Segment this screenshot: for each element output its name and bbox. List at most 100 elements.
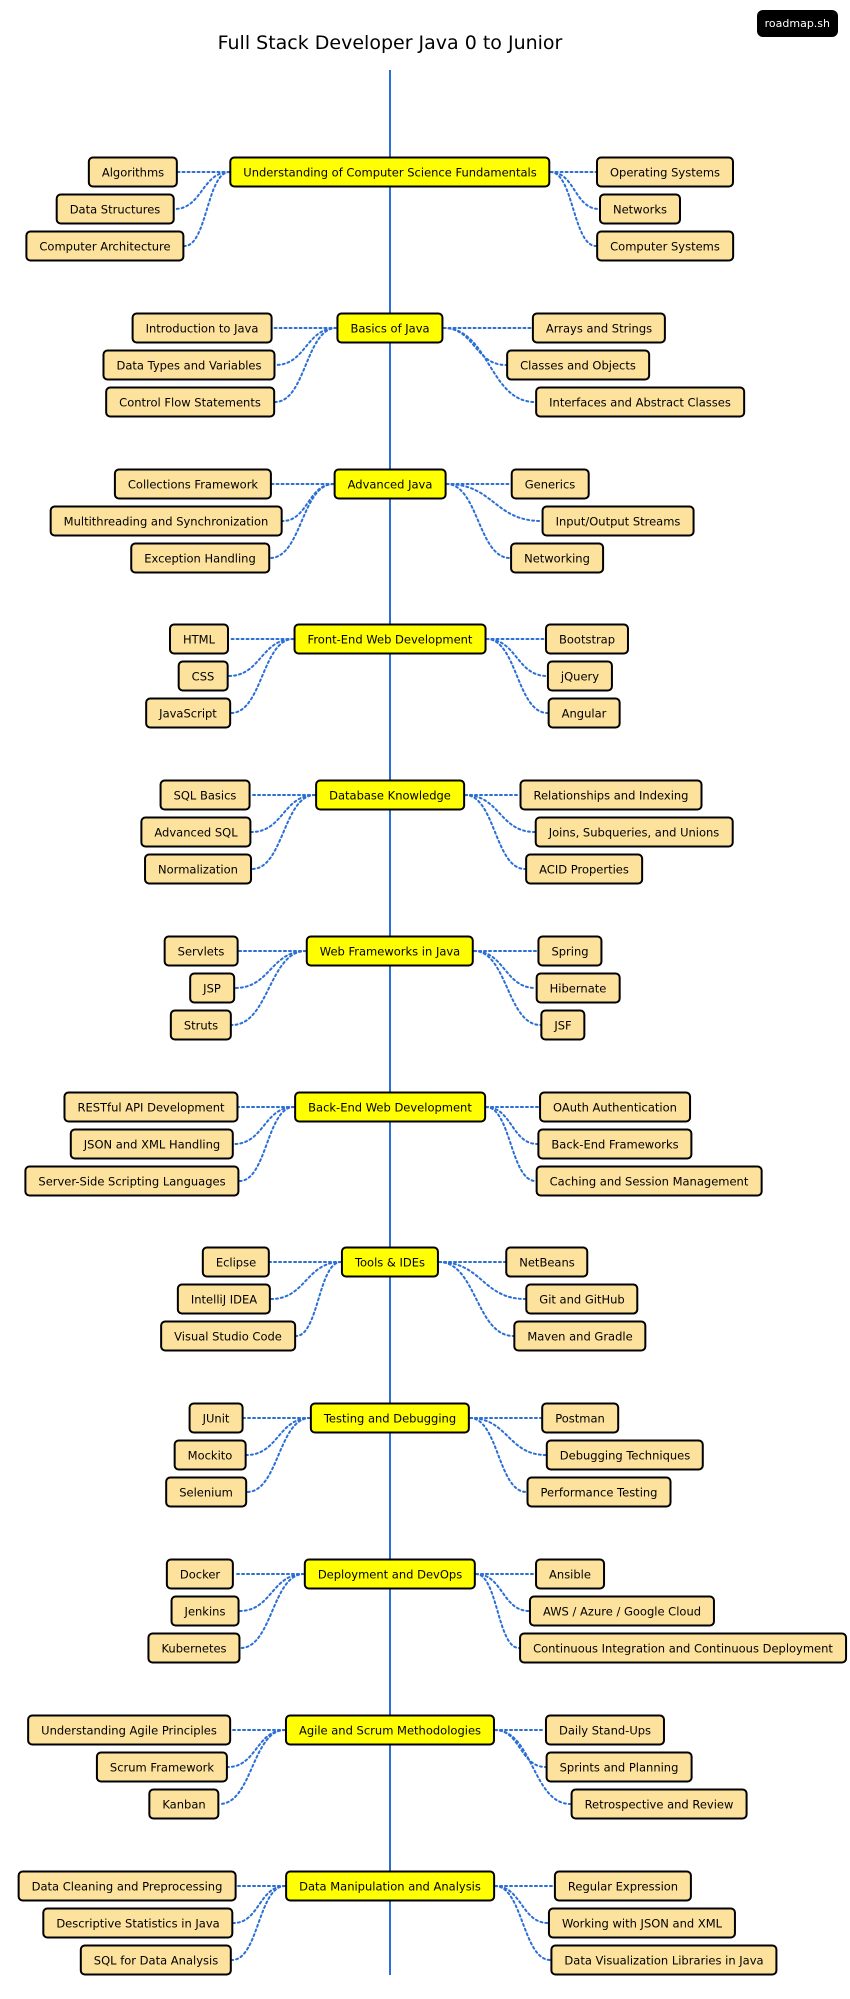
connector-intellij-idea bbox=[270, 1261, 342, 1300]
subtopic-oauth-authentication[interactable]: OAuth Authentication bbox=[539, 1091, 691, 1123]
subtopic-generics[interactable]: Generics bbox=[510, 468, 590, 500]
subtopic-visual-studio-code[interactable]: Visual Studio Code bbox=[160, 1320, 296, 1352]
connector-working-with-json-and-xml bbox=[494, 1885, 549, 1924]
subtopic-struts[interactable]: Struts bbox=[169, 1009, 233, 1041]
subtopic-server-side-scripting-languages[interactable]: Server-Side Scripting Languages bbox=[24, 1165, 240, 1197]
subtopic-back-end-frameworks[interactable]: Back-End Frameworks bbox=[537, 1128, 693, 1160]
subtopic-control-flow-statements[interactable]: Control Flow Statements bbox=[105, 386, 275, 418]
topic-front-end-web-development[interactable]: Front-End Web Development bbox=[293, 623, 487, 655]
subtopic-kubernetes[interactable]: Kubernetes bbox=[147, 1632, 241, 1664]
subtopic-angular[interactable]: Angular bbox=[547, 697, 621, 729]
connector-normalization bbox=[251, 794, 316, 870]
subtopic-interfaces-and-abstract-classes[interactable]: Interfaces and Abstract Classes bbox=[535, 386, 745, 418]
subtopic-data-cleaning-and-preprocessing[interactable]: Data Cleaning and Preprocessing bbox=[17, 1870, 237, 1902]
subtopic-kanban[interactable]: Kanban bbox=[148, 1788, 220, 1820]
subtopic-understanding-agile-principles[interactable]: Understanding Agile Principles bbox=[27, 1714, 231, 1746]
subtopic-intellij-idea[interactable]: IntelliJ IDEA bbox=[176, 1283, 272, 1315]
connector-mockito bbox=[245, 1417, 311, 1456]
subtopic-caching-and-session-management[interactable]: Caching and Session Management bbox=[535, 1165, 763, 1197]
subtopic-advanced-sql[interactable]: Advanced SQL bbox=[140, 816, 252, 848]
subtopic-computer-systems[interactable]: Computer Systems bbox=[596, 230, 734, 262]
connector-json-and-xml-handling bbox=[233, 1106, 295, 1145]
subtopic-debugging-techniques[interactable]: Debugging Techniques bbox=[545, 1439, 705, 1471]
subtopic-json-and-xml-handling[interactable]: JSON and XML Handling bbox=[69, 1128, 235, 1160]
subtopic-networks[interactable]: Networks bbox=[598, 193, 682, 225]
subtopic-joins-subqueries-and-unions[interactable]: Joins, Subqueries, and Unions bbox=[534, 816, 734, 848]
connector-descriptive-statistics-in-java bbox=[232, 1885, 286, 1924]
subtopic-relationships-and-indexing[interactable]: Relationships and Indexing bbox=[519, 779, 703, 811]
topic-understanding-of-computer-science-fundamentals[interactable]: Understanding of Computer Science Fundam… bbox=[229, 156, 551, 188]
subtopic-data-visualization-libraries-in-java[interactable]: Data Visualization Libraries in Java bbox=[550, 1944, 778, 1976]
subtopic-acid-properties[interactable]: ACID Properties bbox=[525, 853, 643, 885]
subtopic-operating-systems[interactable]: Operating Systems bbox=[595, 156, 735, 188]
subtopic-sql-for-data-analysis[interactable]: SQL for Data Analysis bbox=[79, 1944, 233, 1976]
topic-agile-and-scrum-methodologies[interactable]: Agile and Scrum Methodologies bbox=[284, 1714, 496, 1746]
topic-deployment-and-devops[interactable]: Deployment and DevOps bbox=[303, 1558, 477, 1590]
subtopic-daily-stand-ups[interactable]: Daily Stand-Ups bbox=[544, 1714, 666, 1746]
subtopic-exception-handling[interactable]: Exception Handling bbox=[130, 542, 270, 574]
subtopic-jsp[interactable]: JSP bbox=[189, 972, 235, 1004]
subtopic-restful-api-development[interactable]: RESTful API Development bbox=[63, 1091, 239, 1123]
subtopic-working-with-json-and-xml[interactable]: Working with JSON and XML bbox=[547, 1907, 737, 1939]
subtopic-data-structures[interactable]: Data Structures bbox=[55, 193, 175, 225]
connector-data-structures bbox=[173, 171, 231, 210]
subtopic-bootstrap[interactable]: Bootstrap bbox=[544, 623, 630, 655]
connector-angular bbox=[485, 638, 549, 714]
subtopic-descriptive-statistics-in-java[interactable]: Descriptive Statistics in Java bbox=[42, 1907, 234, 1939]
topic-advanced-java[interactable]: Advanced Java bbox=[333, 468, 447, 500]
subtopic-netbeans[interactable]: NetBeans bbox=[505, 1246, 589, 1278]
subtopic-aws-azure-google-cloud[interactable]: AWS / Azure / Google Cloud bbox=[528, 1595, 716, 1627]
subtopic-retrospective-and-review[interactable]: Retrospective and Review bbox=[570, 1788, 748, 1820]
topic-tools-and-ides[interactable]: Tools & IDEs bbox=[340, 1246, 440, 1278]
topic-back-end-web-development[interactable]: Back-End Web Development bbox=[294, 1091, 486, 1123]
subtopic-jsf[interactable]: JSF bbox=[540, 1009, 586, 1041]
subtopic-data-types-and-variables[interactable]: Data Types and Variables bbox=[102, 349, 276, 381]
topic-testing-and-debugging[interactable]: Testing and Debugging bbox=[309, 1402, 471, 1434]
subtopic-sql-basics[interactable]: SQL Basics bbox=[159, 779, 251, 811]
topic-data-manipulation-and-analysis[interactable]: Data Manipulation and Analysis bbox=[285, 1870, 495, 1902]
subtopic-css[interactable]: CSS bbox=[177, 660, 229, 692]
topic-database-knowledge[interactable]: Database Knowledge bbox=[315, 779, 465, 811]
subtopic-spring[interactable]: Spring bbox=[537, 935, 603, 967]
connector-caching-and-session-management bbox=[485, 1106, 537, 1182]
subtopic-sprints-and-planning[interactable]: Sprints and Planning bbox=[545, 1751, 693, 1783]
subtopic-computer-architecture[interactable]: Computer Architecture bbox=[25, 230, 185, 262]
subtopic-docker[interactable]: Docker bbox=[165, 1558, 235, 1590]
subtopic-input-output-streams[interactable]: Input/Output Streams bbox=[541, 505, 695, 537]
subtopic-hibernate[interactable]: Hibernate bbox=[535, 972, 621, 1004]
connector-networks bbox=[549, 171, 600, 210]
subtopic-junit[interactable]: JUnit bbox=[188, 1402, 244, 1434]
subtopic-ansible[interactable]: Ansible bbox=[535, 1558, 605, 1590]
subtopic-arrays-and-strings[interactable]: Arrays and Strings bbox=[531, 312, 667, 344]
subtopic-javascript[interactable]: JavaScript bbox=[145, 697, 231, 729]
subtopic-multithreading-and-synchronization[interactable]: Multithreading and Synchronization bbox=[49, 505, 283, 537]
subtopic-html[interactable]: HTML bbox=[168, 623, 230, 655]
subtopic-performance-testing[interactable]: Performance Testing bbox=[526, 1476, 672, 1508]
subtopic-continuous-integration-and-continuous-deployment[interactable]: Continuous Integration and Continuous De… bbox=[519, 1632, 847, 1664]
connector-javascript bbox=[230, 638, 295, 714]
subtopic-mockito[interactable]: Mockito bbox=[173, 1439, 247, 1471]
connector-server-side-scripting-languages bbox=[238, 1106, 295, 1182]
subtopic-selenium[interactable]: Selenium bbox=[165, 1476, 247, 1508]
subtopic-scrum-framework[interactable]: Scrum Framework bbox=[95, 1751, 229, 1783]
subtopic-classes-and-objects[interactable]: Classes and Objects bbox=[506, 349, 650, 381]
subtopic-servlets[interactable]: Servlets bbox=[163, 935, 239, 967]
subtopic-collections-framework[interactable]: Collections Framework bbox=[113, 468, 273, 500]
subtopic-postman[interactable]: Postman bbox=[541, 1402, 619, 1434]
subtopic-jenkins[interactable]: Jenkins bbox=[170, 1595, 240, 1627]
subtopic-algorithms[interactable]: Algorithms bbox=[87, 156, 179, 188]
subtopic-maven-and-gradle[interactable]: Maven and Gradle bbox=[513, 1320, 647, 1352]
subtopic-networking[interactable]: Networking bbox=[510, 542, 604, 574]
roadmap-badge[interactable]: roadmap.sh bbox=[756, 10, 838, 37]
subtopic-jquery[interactable]: jQuery bbox=[546, 660, 614, 692]
connector-multithreading-and-synchronization bbox=[281, 483, 335, 522]
connector-jquery bbox=[485, 638, 548, 677]
topic-web-frameworks-in-java[interactable]: Web Frameworks in Java bbox=[305, 935, 475, 967]
topic-basics-of-java[interactable]: Basics of Java bbox=[336, 312, 444, 344]
subtopic-introduction-to-java[interactable]: Introduction to Java bbox=[131, 312, 273, 344]
subtopic-normalization[interactable]: Normalization bbox=[144, 853, 252, 885]
subtopic-regular-expression[interactable]: Regular Expression bbox=[553, 1870, 693, 1902]
subtopic-eclipse[interactable]: Eclipse bbox=[201, 1246, 271, 1278]
subtopic-git-and-github[interactable]: Git and GitHub bbox=[525, 1283, 639, 1315]
